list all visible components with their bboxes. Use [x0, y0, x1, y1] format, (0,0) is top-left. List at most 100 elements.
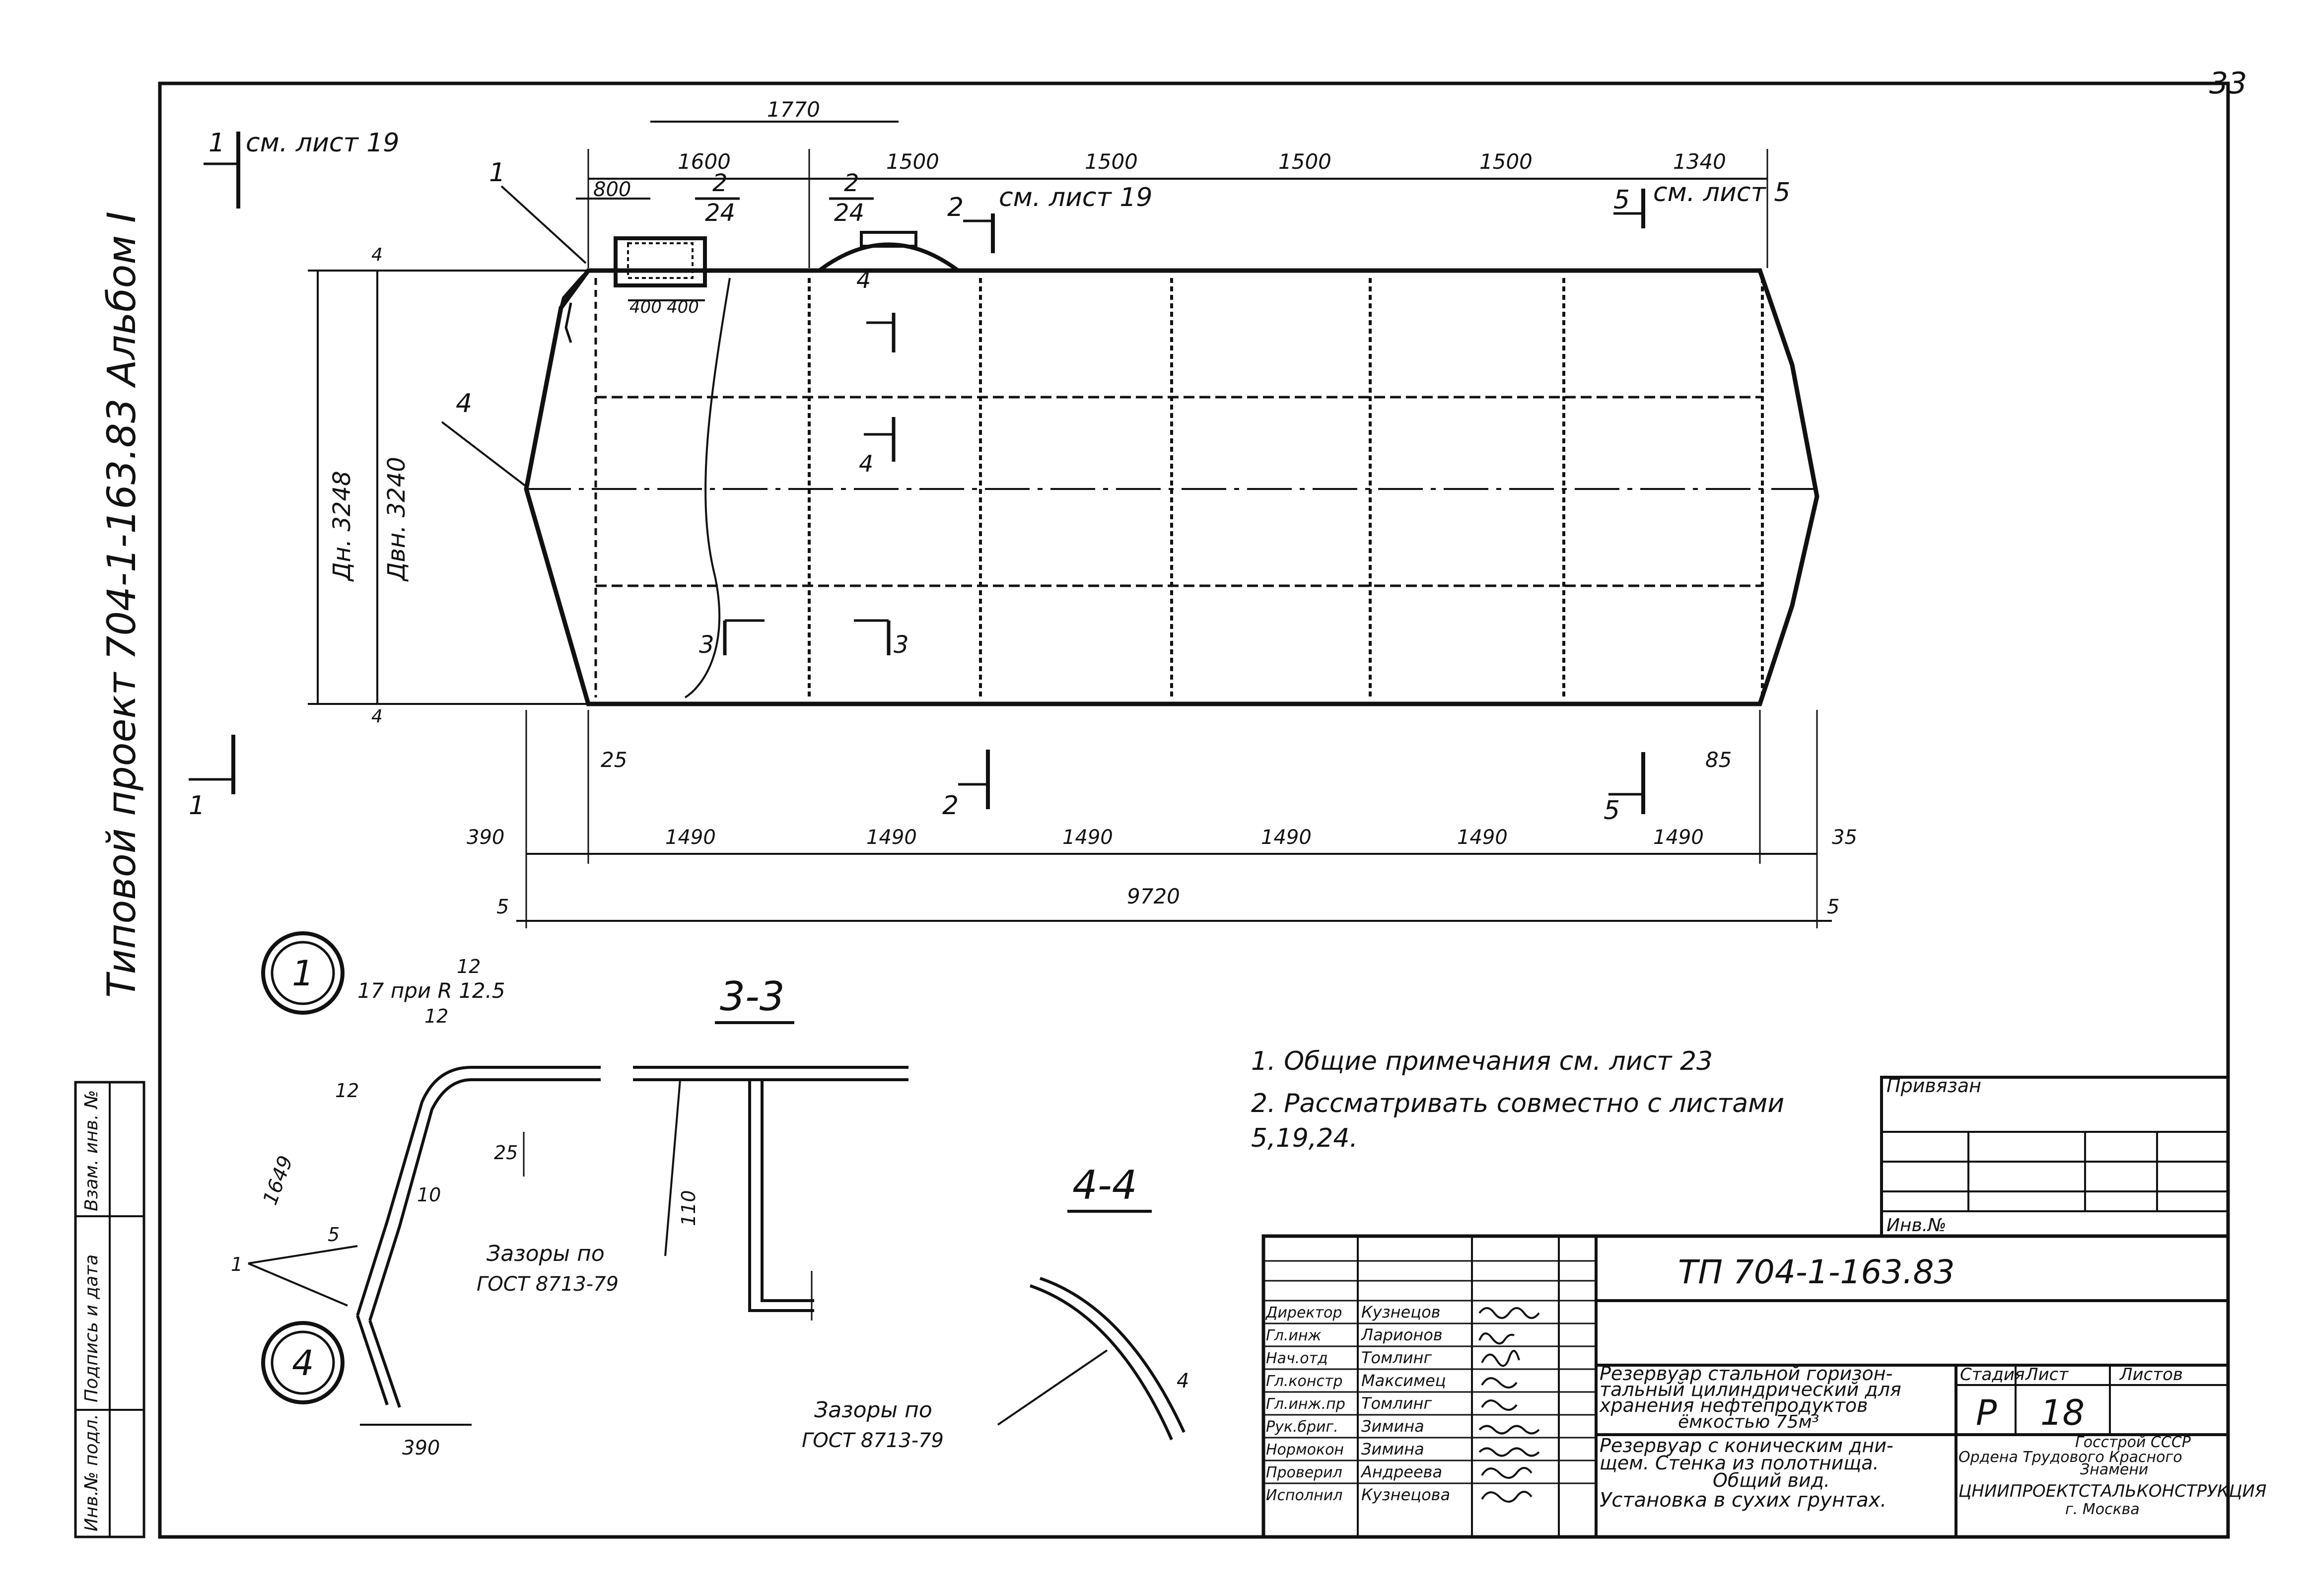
- role-label: Гл.инж: [1266, 1327, 1322, 1344]
- cut4-a: 4: [856, 267, 871, 293]
- detail1-d1649: 1649: [259, 1153, 297, 1208]
- detail1-d5: 5: [328, 1224, 340, 1246]
- dim-1500-d: 1500: [1479, 149, 1533, 174]
- role-name: Кузнецов: [1361, 1303, 1441, 1321]
- detail1-d12a: 12: [457, 956, 481, 977]
- role-row: Нач.отд Томлинг: [1263, 1345, 1596, 1367]
- section-3-3: 3-3 110 Зазоры по ГОСТ 8713-79: [477, 973, 908, 1320]
- callout-dome-num: 2: [844, 169, 859, 197]
- left-strip: Инв.№ подл. Подпись и дата Взам. инв. №: [74, 1081, 145, 1538]
- role-name: Андреева: [1360, 1462, 1442, 1481]
- callout-dome-den: 24: [834, 199, 864, 227]
- detail1-d1: 1: [231, 1253, 243, 1275]
- dim-1490-b: 1490: [866, 826, 917, 849]
- org-line1: Госстрой СССР: [2075, 1434, 2191, 1451]
- role-label: Нач.отд: [1266, 1350, 1328, 1367]
- dim-800: 800: [593, 178, 631, 201]
- cut2-ref: см. лист 19: [999, 183, 1153, 212]
- dome-fitting: [818, 242, 960, 273]
- cut5-label: 5: [1613, 185, 1630, 215]
- detail1-d25: 25: [494, 1142, 518, 1164]
- org-line2: Ордена Трудового Красного: [1958, 1449, 2182, 1466]
- dim-390: 390: [467, 826, 504, 849]
- privyazan-inv: Инв.№: [1886, 1215, 1947, 1236]
- title-block: ТП 704-1-163.83 Директор Кузнецов Гл.инж…: [1261, 1234, 2267, 1539]
- role-row: Директор Кузнецов: [1263, 1300, 1596, 1321]
- dim-1500-a: 1500: [886, 149, 939, 174]
- role-row: Гл.инж.пр Томлинг: [1263, 1391, 1596, 1413]
- role-name: Ларионов: [1361, 1325, 1443, 1344]
- role-label: Гл.инж.пр: [1266, 1395, 1345, 1413]
- bottom-dimensions: 25 85 390 1490 1490 1490 1490 1490 1490 …: [467, 710, 1857, 928]
- note-1: 1. Общие примечания см. лист 23: [1251, 1046, 1713, 1076]
- role-label: Нормокон: [1266, 1441, 1344, 1458]
- tank-view: [524, 231, 1819, 706]
- sheet-frame: [158, 81, 2230, 1539]
- ring-seams: [808, 278, 1764, 697]
- dim-1600: 1600: [678, 149, 731, 174]
- section33-title: 3-3: [720, 973, 785, 1020]
- role-name: Кузнецова: [1361, 1485, 1450, 1504]
- section-4-4: 4-4 4 Зазоры по ГОСТ 8713-79: [802, 1162, 1189, 1452]
- section33-d110: 110: [678, 1190, 699, 1226]
- stage-value: Р: [1976, 1392, 1997, 1433]
- role-row: Нормокон Зимина: [1263, 1437, 1596, 1458]
- manhole: [614, 236, 707, 287]
- sheet-value: 18: [2040, 1392, 2085, 1433]
- role-name: Зимина: [1361, 1417, 1424, 1436]
- cut5-ref: см. лист 5: [1653, 178, 1790, 208]
- section33-gap-note-2: ГОСТ 8713-79: [477, 1273, 619, 1296]
- note-2a: 2. Рассматривать совместно с листами: [1251, 1089, 1784, 1118]
- doc-code: ТП 704-1-163.83: [1678, 1253, 1955, 1291]
- role-row: Исполнил Кузнецова: [1263, 1482, 1596, 1504]
- dim-1340: 1340: [1673, 149, 1726, 174]
- section44-gap-note-1: Зазоры по: [814, 1397, 932, 1423]
- leader-1-label: 1: [489, 158, 505, 188]
- desc2-line2: щем. Стенка из полотнища.: [1600, 1452, 1879, 1474]
- detail1-d12b: 12: [424, 1005, 448, 1027]
- org-line3: Знамени: [2080, 1461, 2148, 1478]
- dim-400-b: 400: [667, 297, 699, 317]
- dim-1500-b: 1500: [1085, 149, 1138, 174]
- section-marks: 1 см. лист 19 1 2 см. лист 19 2 3 3 4 4 …: [189, 128, 1790, 826]
- desc2-line1: Резервуар с коническим дни-: [1600, 1435, 1893, 1457]
- desc1-line2: тальный цилиндрический для: [1600, 1379, 1901, 1400]
- stage-header: Стадия: [1960, 1365, 2025, 1385]
- detail1-circle-label: 1: [292, 953, 314, 994]
- role-name: Максимец: [1361, 1371, 1446, 1390]
- cut3-right: 3: [894, 631, 909, 659]
- role-row: Гл.инж Ларионов: [1263, 1322, 1596, 1344]
- dim-1490-c: 1490: [1062, 826, 1113, 849]
- sheet-header: Лист: [2025, 1365, 2069, 1385]
- dim-1490-f: 1490: [1653, 826, 1704, 849]
- top-dimensions: 1770 1600 1500 1500 1500 1500 1340 800 4…: [576, 97, 1768, 317]
- dim-1490-e: 1490: [1457, 826, 1508, 849]
- dim-t4-top: 4: [371, 245, 383, 265]
- section44-title: 4-4: [1072, 1162, 1137, 1208]
- dim-1490-a: 1490: [665, 826, 716, 849]
- cut2-bottom: 2: [942, 791, 959, 821]
- detail1-d12c: 12: [335, 1080, 359, 1102]
- note-2b: 5,19,24.: [1251, 1123, 1358, 1153]
- section44-gap-note-2: ГОСТ 8713-79: [802, 1429, 944, 1452]
- role-name: Томлинг: [1361, 1348, 1432, 1367]
- section44-d4: 4: [1177, 1370, 1189, 1392]
- leader-4-label: 4: [456, 389, 472, 418]
- side-title: Типовой проект 704-1-163.83 Альбом I: [100, 211, 144, 998]
- cut5-bottom-left: 5: [1604, 796, 1620, 826]
- dim-25: 25: [601, 748, 627, 772]
- role-row: Рук.бриг. Зимина: [1263, 1414, 1596, 1436]
- strip-replace-label: Взам. инв. №: [81, 1090, 102, 1211]
- section33-gap-note-1: Зазоры по: [487, 1241, 605, 1266]
- detail1-r-note: 17 при R 12.5: [357, 978, 505, 1003]
- cut1-bottom: 1: [189, 791, 205, 821]
- role-label: Рук.бриг.: [1266, 1418, 1338, 1436]
- dim-85: 85: [1705, 748, 1732, 772]
- sheet-number: 33: [2209, 66, 2247, 101]
- desc1-line3: хранения нефтепродуктов: [1599, 1394, 1868, 1416]
- callout-hatch-num: 2: [712, 169, 728, 197]
- signatures: [1478, 1307, 1540, 1503]
- role-name: Томлинг: [1361, 1394, 1432, 1413]
- org-line5: г. Москва: [2065, 1501, 2140, 1518]
- role-name: Зимина: [1361, 1440, 1424, 1458]
